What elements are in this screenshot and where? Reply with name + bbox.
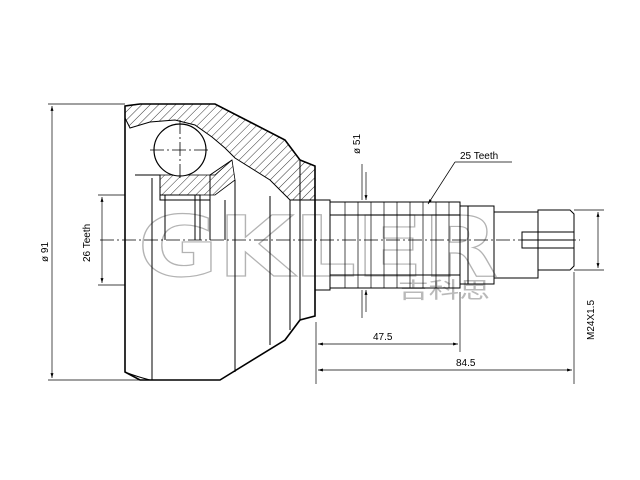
housing-teeth-label: 26 Teeth [82,224,93,262]
dim-flange-diameter: ø 51 [352,134,368,318]
flange-diameter-label: ø 51 [352,134,363,154]
thread-label: M24X1.5 [586,300,597,340]
dim-total-length: 84.5 [318,272,575,384]
dim-spline-length: 47.5 [315,292,461,384]
dim-outer-diameter: ø 91 [40,103,140,381]
dim-shaft-teeth: 25 Teeth [427,151,512,205]
spline-length-label: 47.5 [373,332,393,343]
dim-thread: M24X1.5 [574,209,604,340]
shaft-teeth-label: 25 Teeth [460,151,498,162]
outer-diameter-label: ø 91 [40,242,51,262]
total-length-label: 84.5 [456,358,476,369]
watermark-subtext: 吉科思 [398,279,490,304]
spline-teeth [344,202,450,288]
dim-housing-teeth: 26 Teeth [82,194,125,286]
watermark-brand: GKLER [138,198,498,296]
stub-shaft [315,199,575,291]
watermark: GKLER 吉科思 [137,197,498,304]
housing [124,103,316,381]
